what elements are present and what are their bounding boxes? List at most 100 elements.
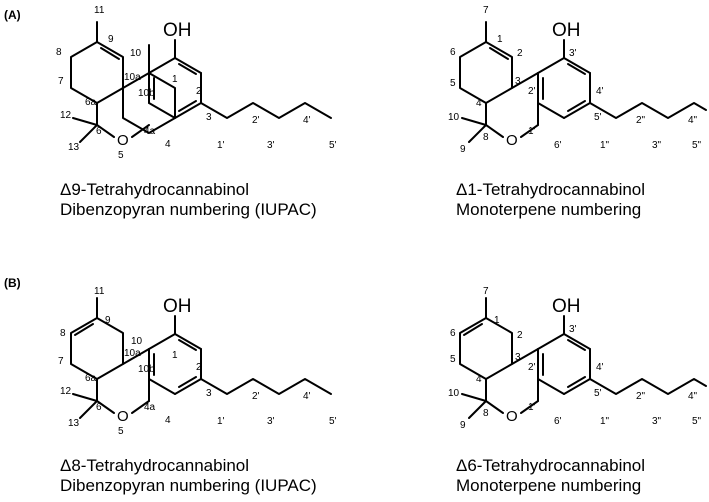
structure-name: Δ6-Tetrahydrocannabinol [456,456,646,475]
atom-number-label: 10b [138,364,155,375]
atom-number-label: 4' [303,115,311,126]
atom-number-label: 8 [60,328,66,339]
structure-name: Δ1-Tetrahydrocannabinol [456,180,646,199]
structure-delta6-thc-bonds [459,297,707,419]
structure-delta9-thc-oh: OH [163,20,192,41]
structure-delta6-thc-numbers: 7 1 2 6 3' 3 2' 4' 5 4 5' 10 8 1' 6' 2" … [448,286,702,431]
structure-name: Δ9-Tetrahydrocannabinol [60,180,250,199]
atom-number-label: 3' [267,140,275,151]
atom-number-label: 4" [688,391,698,402]
structure-delta8-thc-o: O [117,408,129,425]
atom-number-label: 6' [554,416,562,427]
structure-delta1-thc-numbers: 7 1 2 6 3' 3 2' 4' 5 4 5' 10 8 1' 6' 2" … [448,5,702,155]
atom-number-label: 2 [196,362,202,373]
atom-number-label: 2 [196,86,202,97]
structure-subtitle: Dibenzopyran numbering (IUPAC) [60,200,317,219]
structure-delta1-thc-o: O [506,132,518,149]
atom-number-label: 3 [206,388,212,399]
atom-number-label: 4' [596,86,604,97]
atom-number-label: 4 [476,98,482,109]
atom-number-label: 7 [483,286,489,297]
atom-number-label: 12 [60,386,72,397]
atom-number-label: 4a [144,126,156,137]
atom-number-label: 2' [252,115,260,126]
atom-number-label: 3' [267,416,275,427]
atom-number-label: 7 [58,356,64,367]
structure-subtitle: Monoterpene numbering [456,476,642,495]
structure-delta8-thc-oh: OH [163,296,192,317]
atom-number-label: 10a [124,348,141,359]
atom-number-label: 8 [483,132,489,143]
structure-delta6-thc-oh: OH [552,296,581,317]
structure-delta8-thc-bonds [70,297,332,419]
atom-number-label: 13 [68,418,80,429]
atom-number-label: 1" [600,416,610,427]
structure-delta1-thc-oh: OH [552,20,581,41]
atom-number-label: 13 [68,142,80,153]
atom-number-label: 5 [450,354,456,365]
caption-delta9-thc: Δ9-Tetrahydrocannabinol Dibenzopyran num… [60,180,317,220]
atom-number-label: 5" [692,416,702,427]
atom-number-label: 9 [460,144,466,155]
atom-number-label: 3 [206,112,212,123]
atom-number-label: 2' [252,391,260,402]
structure-name: Δ8-Tetrahydrocannabinol [60,456,250,475]
atom-number-label: 6 [96,402,102,413]
atom-number-label: 10 [448,112,460,123]
structure-delta8-thc-numbers: 11 9 10 8 1 7 10a 10b 2 6a 3 12 6 4a 4 2… [58,286,337,437]
atom-number-label: 7 [483,5,489,16]
atom-number-label: 1' [217,140,225,151]
atom-number-label: 11 [94,5,105,16]
atom-number-label: 11 [94,286,105,297]
atom-number-label: 5' [329,416,337,427]
atom-number-label: 1" [600,140,610,151]
atom-number-label: 10a [124,72,141,83]
atom-number-label: 5' [594,112,602,123]
atom-number-label: 3" [652,416,662,427]
atom-number-label: 1' [217,416,225,427]
atom-number-label: 5" [692,140,702,151]
atom-number-label: 4" [688,115,698,126]
atom-number-label: 2 [517,48,523,59]
atom-number-label: 6a [85,97,97,108]
atom-number-label: 10b [138,88,155,99]
caption-delta6-thc: Δ6-Tetrahydrocannabinol Monoterpene numb… [456,456,645,496]
structure-subtitle: Dibenzopyran numbering (IUPAC) [60,476,317,495]
atom-number-label: 3" [652,140,662,151]
atom-number-label: 4 [165,139,171,150]
atom-number-label: 1' [528,402,536,413]
atom-number-label: 2" [636,391,646,402]
atom-number-label: 3' [569,324,577,335]
atom-number-label: 5' [594,388,602,399]
atom-number-label: 4 [476,374,482,385]
atom-number-label: 9 [108,34,114,45]
atom-number-label: 9 [460,420,466,431]
atom-number-label: 1 [172,74,178,85]
atom-number-label: 4a [144,402,156,413]
atom-number-label: 4' [596,362,604,373]
atom-number-label: 6 [96,126,102,137]
structure-delta9-thc-bonds [70,21,332,143]
panel-a-label: (A) [4,8,21,22]
atom-number-label: 7 [58,76,64,87]
atom-number-label: 3 [515,352,521,363]
atom-number-label: 1' [528,126,536,137]
atom-number-label: 6 [450,47,456,58]
atom-number-label: 8 [56,47,62,58]
atom-number-label: 10 [131,336,143,347]
panel-b-label: (B) [4,276,21,290]
caption-delta1-thc: Δ1-Tetrahydrocannabinol Monoterpene numb… [456,180,645,220]
atom-number-label: 5 [118,426,124,437]
structure-subtitle: Monoterpene numbering [456,200,642,219]
atom-number-label: 6a [85,373,97,384]
structure-delta6-thc-o: O [506,408,518,425]
atom-number-label: 1 [497,34,503,45]
atom-number-label: 4' [303,391,311,402]
structure-delta1-thc-bonds [459,21,707,143]
atom-number-label: 9 [105,315,111,326]
atom-number-label: 1 [172,350,178,361]
atom-number-label: 1 [494,315,500,326]
